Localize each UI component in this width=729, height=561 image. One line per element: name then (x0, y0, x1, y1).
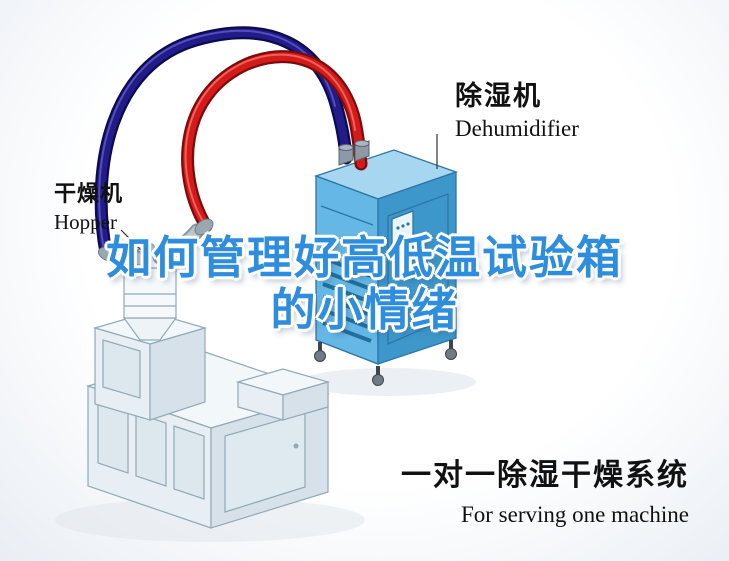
dehumidifier-unit (314, 149, 458, 386)
vent-louvers (322, 256, 372, 343)
page-title-line2: 的小情绪 (270, 283, 459, 335)
dehumidifier-label-cn: 除湿机 (455, 81, 542, 111)
dehumidifier-label: 除湿机 Dehumidifier (455, 74, 579, 142)
hopper-label-cn: 干燥机 (54, 181, 124, 206)
hopper-label-en: Hopper (54, 210, 117, 234)
dehumidifier-label-en: Dehumidifier (455, 116, 579, 141)
red-pipe (181, 50, 368, 233)
leader-lines (120, 134, 438, 254)
page-title-line1: 如何管理好高低温试验箱 (105, 232, 623, 283)
control-panel (391, 210, 414, 248)
caption: 一对一除湿干燥系统 For serving one machine (401, 450, 689, 528)
caster-wheels (314, 340, 457, 386)
pipe-connectors (97, 140, 370, 262)
caption-en: For serving one machine (460, 502, 689, 527)
extruder-machine (86, 311, 331, 529)
page-title: 如何管理好高低温试验箱 的小情绪 (0, 232, 729, 336)
hopper-label: 干燥机 Hopper (54, 176, 123, 235)
caption-cn: 一对一除湿干燥系统 (401, 459, 689, 492)
